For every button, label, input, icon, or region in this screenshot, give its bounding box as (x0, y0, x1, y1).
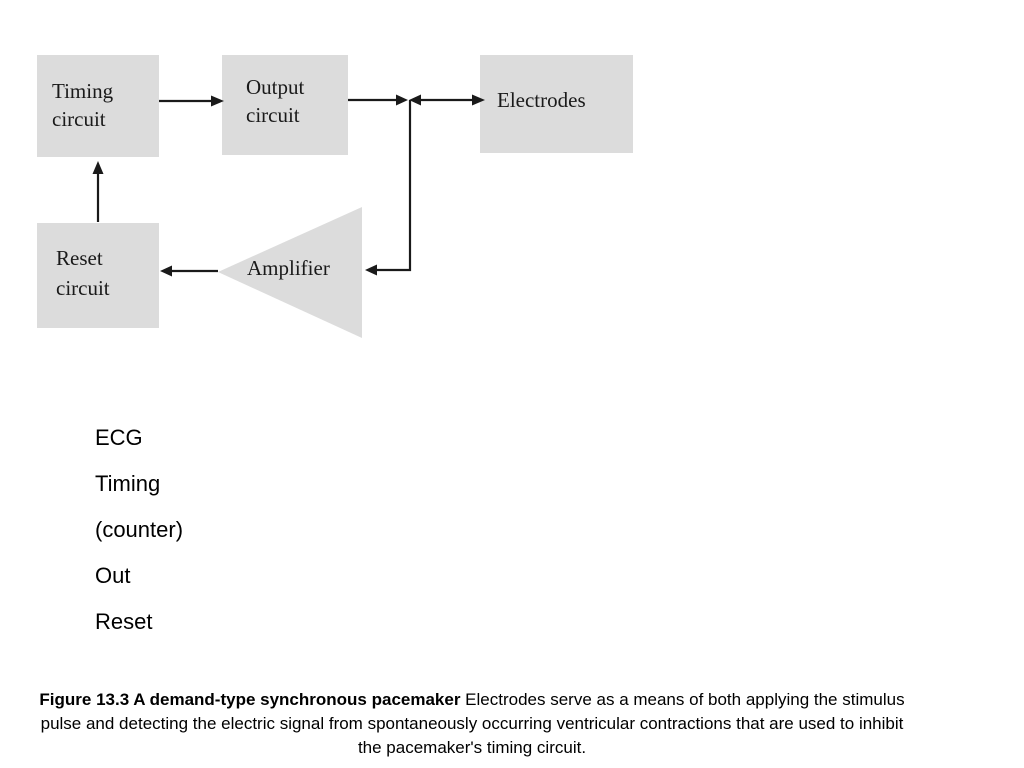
figure-caption: Figure 13.3 A demand-type synchronous pa… (30, 688, 914, 760)
figure-label: Figure 13.3 A demand-type synchronous pa… (39, 690, 461, 709)
figure-caption-text: Electrodes serve as a means of both appl… (40, 690, 905, 757)
line-junction-to-amplifier (365, 100, 412, 276)
electrodes-arrowhead (472, 94, 485, 106)
pacemaker-block-diagram: Timing circuit Output circuit Electrodes… (37, 55, 633, 338)
timing-circuit-block: Timing circuit (37, 55, 159, 157)
label-reset: Reset (95, 609, 153, 634)
reset-circuit-block: Reset circuit (37, 223, 159, 328)
arrow-amplifier-to-reset (160, 265, 218, 277)
reset-circuit-label-line2: circuit (56, 276, 110, 300)
electrodes-label: Electrodes (497, 88, 586, 112)
arrow-timing-to-output (159, 95, 224, 107)
line-output-to-junction (348, 94, 408, 106)
timing-circuit-label-line1: Timing (52, 79, 114, 103)
output-circuit-block: Output circuit (222, 55, 348, 155)
output-circuit-label-line1: Output (246, 75, 305, 99)
reset-circuit-label-line1: Reset (56, 246, 103, 270)
electrodes-block: Electrodes (480, 55, 633, 153)
arrow-reset-to-timing (92, 161, 104, 222)
label-out: Out (95, 563, 131, 588)
signal-labels-list: ECG Timing (counter) Out Reset (95, 415, 183, 645)
label-counter: (counter) (95, 517, 184, 542)
amplifier-label: Amplifier (247, 256, 330, 280)
label-ecg: ECG (95, 425, 143, 450)
timing-circuit-label-line2: circuit (52, 107, 106, 131)
output-circuit-label-line2: circuit (246, 103, 300, 127)
junction-arrowhead-right (396, 94, 408, 106)
junction-arrowhead-left (409, 94, 421, 106)
label-timing: Timing (95, 471, 161, 496)
amplifier-block: Amplifier (218, 207, 362, 338)
arrow-junction-to-electrodes (409, 94, 485, 106)
